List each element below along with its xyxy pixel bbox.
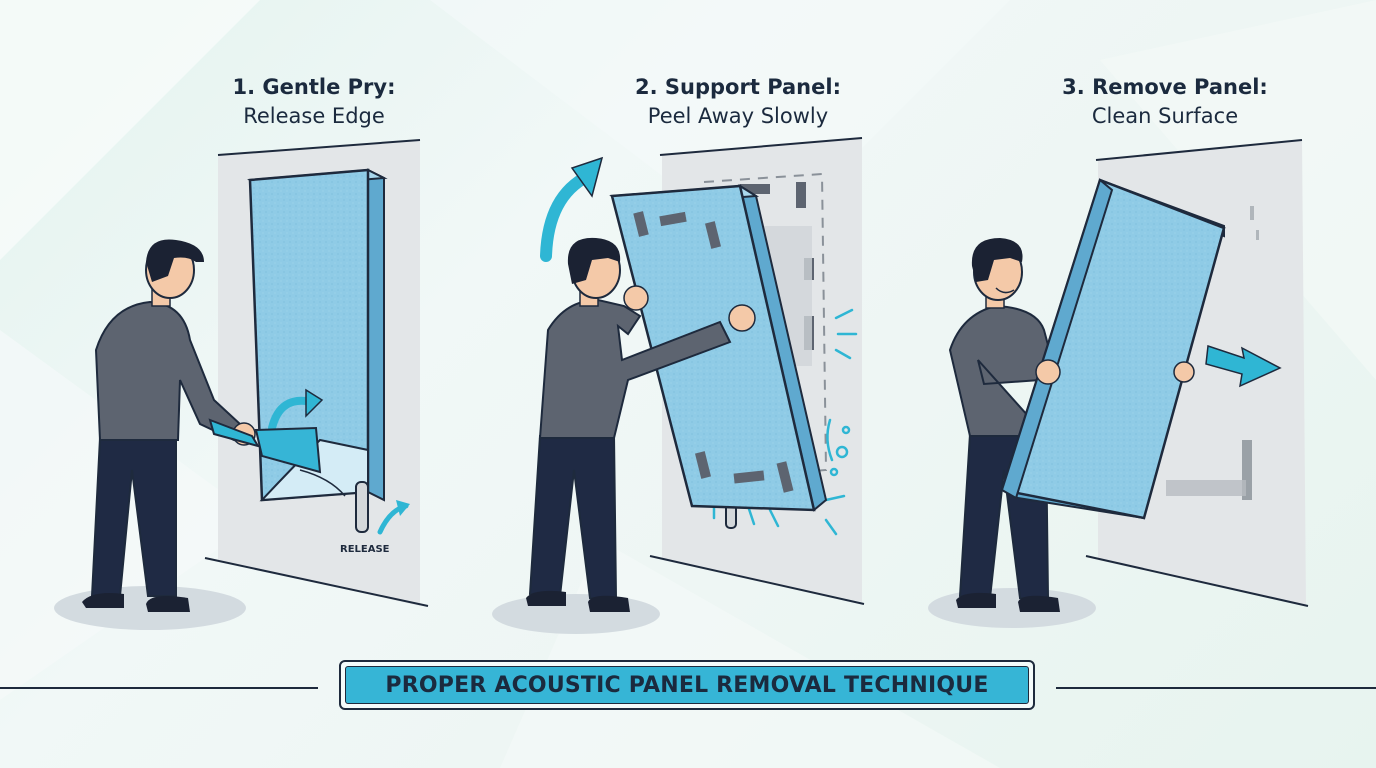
step-3-acoustic-panel [1000, 178, 1226, 520]
step-1-release-label: RELEASE [340, 544, 390, 555]
step-1-scene: RELEASE [54, 139, 429, 630]
title-banner-inner: PROPER ACOUSTIC PANEL REMOVAL TECHNIQUE [345, 666, 1029, 704]
step-2-adhesive-marks [712, 308, 858, 536]
title-banner: PROPER ACOUSTIC PANEL REMOVAL TECHNIQUE [339, 660, 1035, 710]
step-3-scene [928, 139, 1309, 628]
banner-left-rule [0, 687, 318, 689]
step-1-pry-tool [208, 418, 261, 448]
step-3-left-hand [1035, 359, 1061, 385]
step-1-title: 1. Gentle Pry: [232, 75, 396, 99]
step-3-heading: 3. Remove Panel: Clean Surface [1005, 74, 1325, 130]
step-2-person [492, 237, 756, 634]
step-2-title: 2. Support Panel: [635, 75, 841, 99]
banner-right-rule [1056, 687, 1376, 689]
step-3-person [928, 238, 1096, 628]
step-3-direction-arrow-icon [1205, 344, 1282, 388]
step-3-subtitle: Clean Surface [1091, 104, 1239, 129]
step-1-wall-cleat [355, 481, 369, 533]
step-2-heading: 2. Support Panel: Peel Away Slowly [578, 74, 898, 130]
step-2-scene [492, 137, 865, 634]
step-3-title: 3. Remove Panel: [1062, 75, 1268, 99]
step-1-subtitle: Release Edge [243, 104, 385, 129]
step-1-heading: 1. Gentle Pry: Release Edge [154, 74, 474, 130]
step-3-right-hand [1173, 361, 1195, 383]
banner-title: PROPER ACOUSTIC PANEL REMOVAL TECHNIQUE [385, 672, 989, 698]
step-2-subtitle: Peel Away Slowly [647, 104, 829, 129]
step-2-panel-outline [703, 172, 828, 479]
step-1-person [54, 239, 322, 630]
